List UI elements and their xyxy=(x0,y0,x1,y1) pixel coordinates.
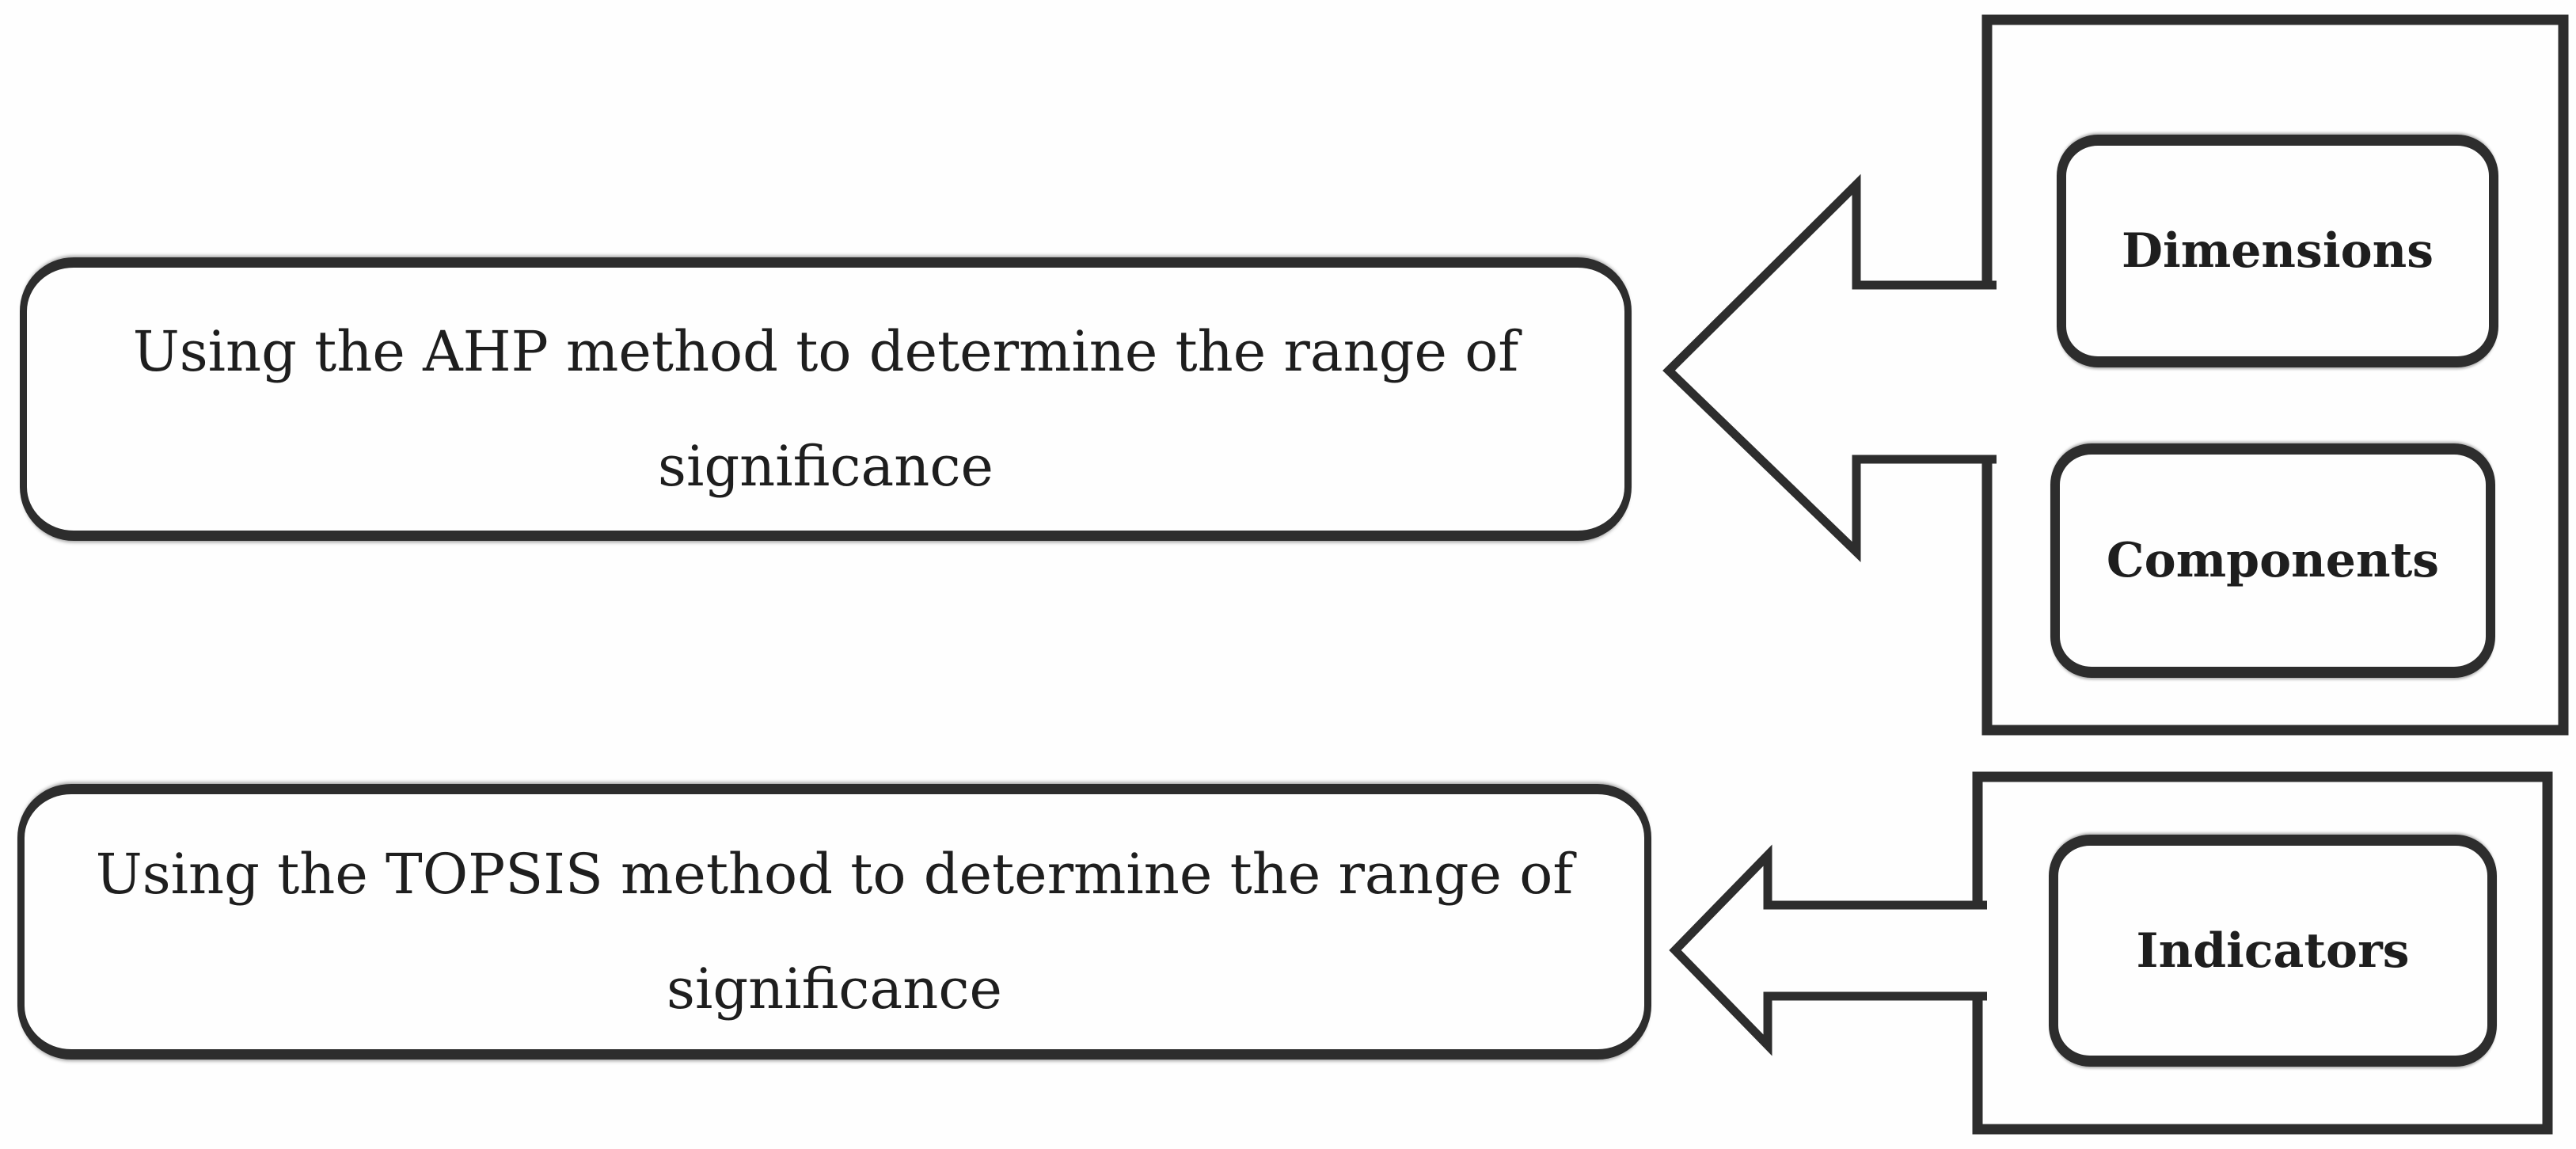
dimensions-box: Dimensions xyxy=(2057,135,2498,367)
block-arrow-bottom xyxy=(1669,844,1987,1056)
ahp-method-box: Using the AHP method to determine the ra… xyxy=(20,257,1632,541)
components-box-label: Components xyxy=(2106,533,2440,588)
dimensions-box-label: Dimensions xyxy=(2121,223,2434,279)
topsis-method-box-line1: Using the TOPSIS method to determine the… xyxy=(95,842,1574,907)
indicators-box-label: Indicators xyxy=(2136,923,2410,979)
ahp-method-box-line2: significance xyxy=(658,434,994,499)
topsis-method-box: Using the TOPSIS method to determine the… xyxy=(17,784,1651,1060)
block-arrow-top xyxy=(1662,173,1997,562)
indicators-box: Indicators xyxy=(2049,835,2497,1067)
ahp-method-box-line1: Using the AHP method to determine the ra… xyxy=(132,319,1519,384)
components-box: Components xyxy=(2050,443,2495,678)
topsis-method-box-line2: significance xyxy=(667,957,1002,1022)
